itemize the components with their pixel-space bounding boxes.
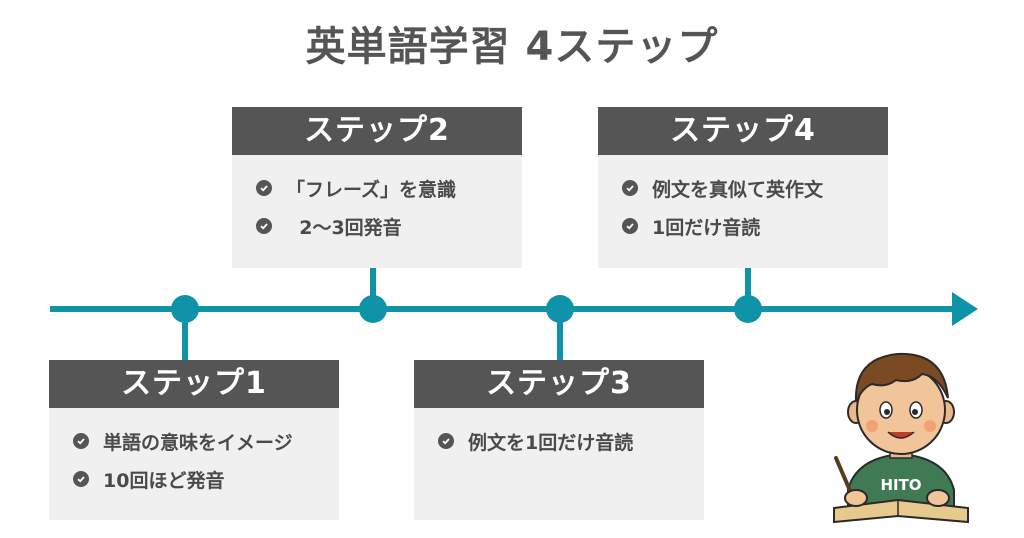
timeline-arrow-head: [952, 292, 978, 326]
step2-item-2-text: 2〜3回発音: [286, 216, 402, 239]
step-header-1: ステップ1: [49, 360, 339, 408]
step2-item-2: 2〜3回発音: [256, 207, 522, 245]
step1-item-2-text: 10回ほど発音: [103, 469, 225, 492]
step4-item-2: 1回だけ音読: [622, 207, 888, 245]
step4-item-1: 例文を真似て英作文: [622, 169, 888, 207]
check-circle-icon: [73, 433, 89, 449]
check-circle-icon: [438, 433, 454, 449]
timeline-node-step3: [546, 295, 574, 323]
step1-item-1-text: 単語の意味をイメージ: [103, 431, 293, 454]
step-card-1: ステップ1 単語の意味をイメージ 10回ほど発音: [49, 360, 339, 520]
step4-item-2-text: 1回だけ音読: [652, 216, 761, 239]
timeline-node-step1: [171, 295, 199, 323]
step-header-4: ステップ4: [598, 107, 888, 155]
step-card-3: ステップ3 例文を1回だけ音読: [414, 360, 704, 520]
timeline-node-step2: [359, 295, 387, 323]
check-circle-icon: [622, 218, 638, 234]
step-card-2: ステップ2 「フレーズ」を意識 2〜3回発音: [232, 107, 522, 268]
check-circle-icon: [256, 218, 272, 234]
step3-item-1-text: 例文を1回だけ音読: [468, 431, 634, 454]
step3-item-1: 例文を1回だけ音読: [438, 422, 704, 460]
step4-item-1-text: 例文を真似て英作文: [652, 178, 824, 201]
step-header-2: ステップ2: [232, 107, 522, 155]
shirt-logo-text: HITO: [880, 476, 921, 494]
check-circle-icon: [256, 180, 272, 196]
check-circle-icon: [73, 471, 89, 487]
step2-item-1-text: 「フレーズ」を意識: [286, 178, 457, 201]
step-header-3: ステップ3: [414, 360, 704, 408]
check-circle-icon: [622, 180, 638, 196]
step1-item-1: 単語の意味をイメージ: [73, 422, 339, 460]
step2-item-1: 「フレーズ」を意識: [256, 169, 522, 207]
step-card-4: ステップ4 例文を真似て英作文 1回だけ音読: [598, 107, 888, 268]
page-title: 英単語学習 4ステップ: [305, 24, 719, 70]
student-character-illustration: HITO: [833, 352, 969, 524]
timeline-node-step4: [734, 295, 762, 323]
step1-item-2: 10回ほど発音: [73, 460, 339, 498]
